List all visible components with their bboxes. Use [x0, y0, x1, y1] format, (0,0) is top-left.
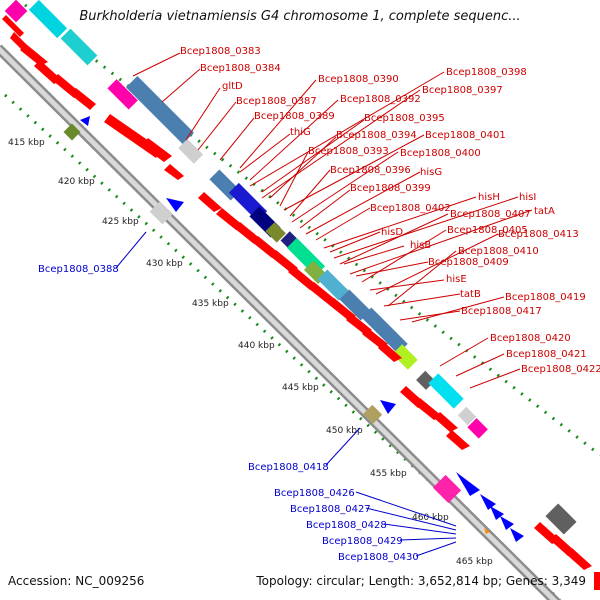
gene-label: Bcep1808_0421 [506, 349, 587, 360]
blue-callout-lines [115, 231, 457, 557]
chromosome-backbone [0, 44, 562, 600]
kbp-label: 435 kbp [192, 299, 229, 309]
gene-label: Bcep1808_0392 [340, 94, 421, 105]
gene-label: Bcep1808_0409 [428, 257, 509, 268]
gene-label: Bcep1808_0407 [450, 209, 531, 220]
gene-label: Bcep1808_0388 [38, 264, 119, 275]
gene-label: Bcep1808_0401 [425, 130, 506, 141]
kbp-label: 465 kbp [456, 557, 493, 567]
gene-label: Bcep1808_0413 [498, 229, 579, 240]
gene-label: Bcep1808_0384 [200, 63, 281, 74]
kbp-label: 430 kbp [146, 259, 183, 269]
gene-label: Bcep1808_0419 [505, 292, 586, 303]
gene-label: Bcep1808_0417 [461, 306, 542, 317]
gene-label: hisD [381, 227, 403, 238]
gene-label: Bcep1808_0395 [364, 113, 445, 124]
gene-label: Bcep1808_0429 [322, 536, 403, 547]
gene-label: Bcep1808_0420 [490, 333, 571, 344]
gene-label: hisE [446, 274, 467, 285]
edge-gene-block [594, 572, 600, 590]
kbp-label: 455 kbp [370, 469, 407, 479]
gene-label: Bcep1808_0422 [521, 364, 600, 375]
red-callout-lines [132, 52, 533, 389]
gene-label: hisH [478, 192, 500, 203]
gene-label: Bcep1808_0387 [236, 96, 317, 107]
gene-label: Bcep1808_0402 [370, 203, 451, 214]
gene-label: hisI [519, 192, 536, 203]
gene-label: tatB [460, 289, 481, 300]
gene-label: Bcep1808_0399 [350, 183, 431, 194]
gene-label: Bcep1808_0428 [306, 520, 387, 531]
gene-label: Bcep1808_0393 [308, 146, 389, 157]
kbp-scale: 415 kbp 420 kbp 425 kbp 430 kbp 435 kbp … [8, 138, 493, 567]
topology-label: Topology: circular; Length: 3,652,814 bp… [256, 574, 586, 588]
gene-label: Bcep1808_0383 [180, 46, 261, 57]
reverse-strand-genes [63, 116, 524, 542]
gene-label: Bcep1808_0427 [290, 504, 371, 515]
gene-label: Bcep1808_0394 [336, 130, 417, 141]
gene-label: tatA [534, 206, 555, 217]
kbp-label: 445 kbp [282, 383, 319, 393]
kbp-label: 440 kbp [238, 341, 275, 351]
red-gene-labels: Bcep1808_0383 Bcep1808_0384 gltD Bcep180… [180, 46, 600, 375]
gene-label: thiG [290, 127, 311, 138]
kbp-label: 425 kbp [102, 217, 139, 227]
gene-label: Bcep1808_0418 [248, 462, 329, 473]
blue-gene-labels: Bcep1808_0388 Bcep1808_0418 Bcep1808_042… [38, 264, 419, 563]
gene-label: Bcep1808_0397 [422, 85, 503, 96]
map-title: Burkholderia vietnamiensis G4 chromosome… [79, 9, 521, 24]
gene-label: Bcep1808_0398 [446, 67, 527, 78]
accession-label: Accession: NC_009256 [8, 574, 145, 588]
kbp-label: 415 kbp [8, 138, 45, 148]
kbp-label: 420 kbp [58, 177, 95, 187]
gene-label: Bcep1808_0400 [400, 148, 481, 159]
gene-label: Bcep1808_0396 [330, 165, 411, 176]
kbp-label: 460 kbp [412, 513, 449, 523]
gene-label: Bcep1808_0389 [254, 111, 335, 122]
gene-label: Bcep1808_0410 [458, 246, 539, 257]
feature-track-outer [4, 0, 577, 535]
gene-label: hisG [420, 167, 442, 178]
gene-label: Bcep1808_0390 [318, 74, 399, 85]
gene-label: Bcep1808_0426 [274, 488, 355, 499]
gene-label: gltD [222, 81, 243, 92]
kbp-label: 450 kbp [326, 426, 363, 436]
gene-label: Bcep1808_0405 [447, 225, 528, 236]
forward-strand-genes [2, 15, 592, 570]
tick-marks [3, 3, 600, 600]
gene-label: Bcep1808_0430 [338, 552, 419, 563]
gene-label: hisB [410, 240, 431, 251]
